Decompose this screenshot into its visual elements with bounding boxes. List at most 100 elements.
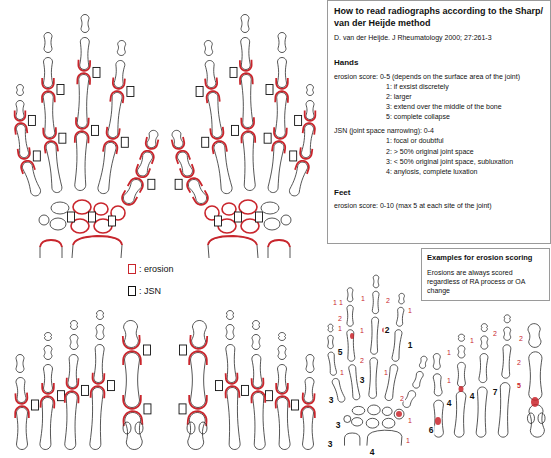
bone-outline: [479, 354, 488, 383]
bone-outline: [303, 408, 314, 450]
bone-outline: [502, 345, 511, 378]
callout-number: 3: [328, 396, 335, 405]
bone-outline: [371, 317, 379, 354]
erosion-mark: [107, 127, 120, 139]
jsn-box: [266, 391, 273, 401]
jsn-box: [144, 345, 151, 355]
jsn-box: [148, 179, 155, 189]
jsn-box: [57, 85, 64, 95]
erosion-mark: [42, 383, 54, 394]
callout-number: 1: [360, 295, 366, 302]
jsn-box: [180, 345, 187, 355]
bone-outline: [253, 321, 260, 330]
bone-outline: [44, 58, 53, 88]
radius-bone: [208, 236, 258, 258]
carpal-bone: [261, 202, 279, 214]
erosion-mark: [176, 151, 190, 164]
jsn-box: [230, 67, 237, 77]
callout-number: 4: [469, 392, 476, 401]
jsn-box: [175, 179, 182, 189]
bone-outline: [347, 305, 353, 326]
jsn-key: [128, 286, 136, 296]
bone-outline: [328, 324, 333, 332]
ulna-bone: [268, 240, 290, 258]
carpal-bone: [51, 202, 69, 214]
callout-number: 2: [518, 335, 524, 342]
hand-drawing: [172, 15, 316, 259]
bone-outline: [191, 353, 206, 408]
callout-number: 6: [428, 426, 435, 435]
bone-outline: [347, 330, 355, 362]
erosion-spot: [396, 411, 402, 417]
bone-outline: [373, 275, 379, 288]
score-grade: 4: anylosis, complete luxation: [386, 167, 544, 176]
score-grade: 1: if exsist discretely: [386, 82, 544, 91]
sesamoid-bone: [123, 422, 131, 434]
callout-number: 1: [407, 341, 414, 350]
bone-outline: [241, 74, 252, 127]
bone-outline: [328, 352, 336, 375]
bone-outline: [44, 365, 53, 393]
carpal-bone: [281, 215, 291, 225]
erosion-mark: [123, 335, 140, 349]
erosion-mark: [78, 60, 90, 71]
bone-outline: [226, 344, 236, 382]
foot-drawing: [15, 311, 151, 450]
carpal-bone: [50, 218, 66, 230]
erosion-mark: [93, 373, 105, 384]
bone-outline: [178, 152, 193, 176]
legend-row: : erosion: [128, 258, 174, 280]
bone-outline: [43, 92, 54, 137]
erosion-mark: [128, 178, 143, 192]
carpal-bone: [368, 405, 381, 415]
jsn-box: [68, 212, 75, 222]
jsn-box: [127, 86, 134, 96]
erosion-mark: [40, 240, 62, 247]
erosion-mark: [15, 393, 27, 404]
erosion-mark: [15, 123, 27, 134]
bone-outline: [45, 333, 52, 341]
panel-heading: How to read radiographs according to the…: [334, 6, 544, 29]
bone-outline: [529, 405, 544, 438]
score-grade: 2: larger: [386, 92, 544, 101]
erosion-mark: [15, 111, 26, 121]
bone-outline: [481, 336, 488, 349]
radius-bone: [72, 236, 122, 258]
legend-label: : JSN: [139, 286, 161, 296]
erosion-key: [128, 264, 136, 274]
jsn-box: [107, 381, 114, 391]
bone-outline: [123, 179, 141, 203]
callout-number: 1: [339, 369, 345, 376]
jsn-box: [292, 400, 299, 410]
bone-outline: [306, 101, 314, 120]
erosion-mark: [240, 73, 253, 85]
erosion-mark: [295, 161, 309, 174]
example-hand: [328, 275, 427, 445]
score-definition: erosion score: 0-10 (max 5 at each site …: [334, 201, 544, 210]
bone-outline: [77, 74, 88, 127]
bone-outline: [46, 142, 62, 192]
bone-outline: [454, 391, 466, 437]
bone-outline: [71, 321, 78, 330]
bone-outline: [125, 353, 140, 408]
jsn-box: [59, 133, 66, 143]
erosion-mark: [213, 141, 227, 154]
bone-outline: [476, 387, 487, 437]
examples-box: Examples for erosion scoringErosions are…: [421, 248, 550, 301]
erosion-mark: [110, 91, 123, 103]
sesamoid-bone: [538, 413, 545, 424]
bone-outline: [504, 327, 511, 340]
bone-outline: [328, 335, 334, 348]
carpal-bone: [352, 418, 363, 426]
jsn-box: [196, 86, 203, 96]
erosion-mark: [21, 161, 35, 174]
bone-outline: [98, 142, 116, 193]
erosion-mark: [45, 141, 58, 153]
erosion-mark: [189, 395, 207, 409]
radius-bone: [367, 430, 402, 445]
bone-outline: [419, 356, 427, 368]
example-foot: [433, 315, 545, 437]
jsn-box: [109, 216, 116, 226]
erosion-mark: [274, 127, 287, 139]
jsn-box: [81, 385, 88, 395]
